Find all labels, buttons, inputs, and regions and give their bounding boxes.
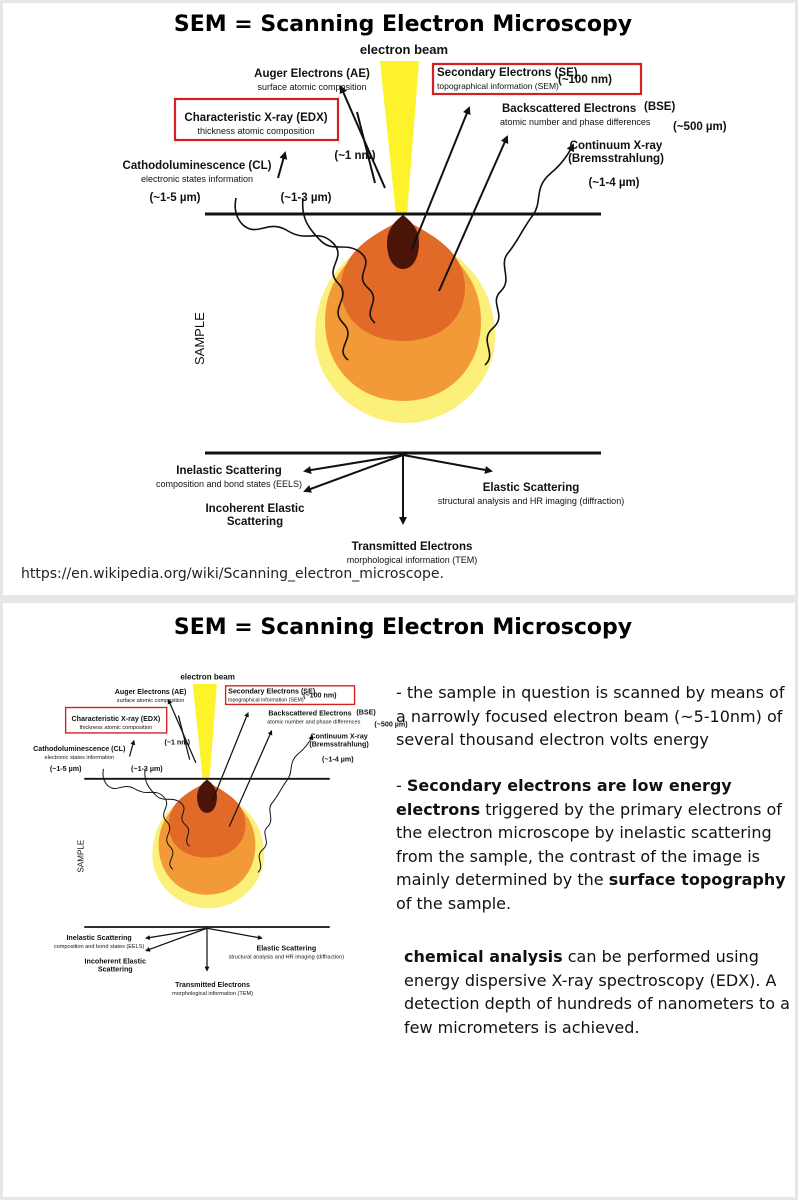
inelastic-arrow xyxy=(305,455,403,471)
elastic-subtitle: structural analysis and HR imaging (diff… xyxy=(438,496,624,506)
slide-2: SEM = Scanning Electron Microscopy xyxy=(3,603,795,1197)
continuum-title-2: (Bremsstrahlung) xyxy=(568,153,664,165)
incoherent-arrow xyxy=(146,928,207,950)
cl-title: Cathodoluminescence (CL) xyxy=(33,745,126,753)
sample-label: SAMPLE xyxy=(192,312,207,365)
edx-arrow-line xyxy=(178,716,189,760)
bse-tag: (BSE) xyxy=(356,708,376,716)
bse-tag: (BSE) xyxy=(644,101,675,113)
cl-arrow-tip xyxy=(278,153,285,178)
slide-title: SEM = Scanning Electron Microscopy xyxy=(174,12,632,37)
sample-label: SAMPLE xyxy=(77,839,86,872)
elastic-arrow xyxy=(207,928,262,938)
se-arrow xyxy=(412,108,469,249)
bse-subtitle: atomic number and phase differences xyxy=(267,720,360,726)
cl-title: Cathodoluminescence (CL) xyxy=(123,160,272,172)
interaction-volume xyxy=(315,61,495,423)
se-subtitle: topographical information (SEM) xyxy=(228,697,304,703)
bse-depth: (~500 µm) xyxy=(673,121,727,133)
se-arrow xyxy=(213,713,248,800)
electron-beam xyxy=(193,684,217,779)
transmitted-subtitle: morphological information (TEM) xyxy=(172,991,253,997)
bse-subtitle: atomic number and phase differences xyxy=(500,117,651,127)
elastic-subtitle: structural analysis and HR imaging (diff… xyxy=(229,955,345,961)
incoherent-title-2: Scattering xyxy=(227,516,283,528)
electron-beam-label: electron beam xyxy=(180,673,235,682)
para2-suffix: of the sample. xyxy=(396,894,511,913)
sem-diagram-small: electron beam Auger Electrons (AE) surfa… xyxy=(33,673,408,998)
ae-depth: (~1 nm) xyxy=(164,739,190,747)
incoherent-arrow xyxy=(305,455,403,491)
cl-depth: (~1-5 µm) xyxy=(149,192,200,204)
auger-title: Auger Electrons (AE) xyxy=(115,688,187,696)
bse-title: Backscattered Electrons xyxy=(502,103,636,115)
edx-title: Characteristic X-ray (EDX) xyxy=(184,112,327,124)
slide-title: SEM = Scanning Electron Microscopy xyxy=(174,615,632,640)
elastic-title: Elastic Scattering xyxy=(483,482,580,494)
cl-subtitle: electronic states information xyxy=(45,755,114,761)
elastic-arrow xyxy=(403,455,491,471)
para2-bold-topography: surface topography xyxy=(609,870,786,889)
slide-1: SEM = Scanning Electron Microscopy xyxy=(3,3,795,595)
inelastic-arrow xyxy=(146,928,207,938)
inelastic-title: Inelastic Scattering xyxy=(66,934,131,942)
elastic-title: Elastic Scattering xyxy=(256,945,316,953)
ae-depth: (~1 nm) xyxy=(334,150,375,162)
xray-depth: (~1-3 µm) xyxy=(131,765,163,773)
incoherent-title-2: Scattering xyxy=(98,966,133,974)
incoherent-title-1: Incoherent Elastic xyxy=(85,958,146,966)
electron-beam xyxy=(380,61,419,215)
transmitted-subtitle: morphological information (TEM) xyxy=(347,555,478,565)
cl-arrow-tip xyxy=(130,741,134,757)
electron-beam-label: electron beam xyxy=(360,42,448,57)
inelastic-subtitle: composition and bond states (EELS) xyxy=(156,479,302,489)
continuum-title-2: (Bremsstrahlung) xyxy=(309,741,369,749)
edx-subtitle: thickness atomic composition xyxy=(197,126,314,136)
se-depth: (~100 nm) xyxy=(558,74,612,86)
inelastic-subtitle: composition and bond states (EELS) xyxy=(54,944,145,950)
cl-subtitle: electronic states information xyxy=(141,174,253,184)
description-paragraph-1: - the sample in question is scanned by m… xyxy=(396,681,788,752)
continuum-title-1: Continuum X-ray xyxy=(570,140,663,152)
description-paragraph-3: chemical analysis can be performed using… xyxy=(396,945,796,1039)
edx-subtitle: thickness atomic composition xyxy=(80,725,153,731)
edx-arrow-line xyxy=(357,112,375,183)
auger-subtitle: surface atomic composition xyxy=(117,698,185,704)
continuum-wavy xyxy=(485,145,573,365)
continuum-title-1: Continuum X-ray xyxy=(310,733,367,741)
sem-diagram-large: SEM = Scanning Electron Microscopy xyxy=(3,3,795,595)
auger-subtitle: surface atomic composition xyxy=(257,82,366,92)
para3-bold-chemical: chemical analysis xyxy=(404,947,563,966)
se-subtitle: topographical information (SEM) xyxy=(437,81,559,91)
continuum-depth: (~1-4 µm) xyxy=(322,755,354,763)
continuum-wavy xyxy=(258,736,313,872)
auger-title: Auger Electrons (AE) xyxy=(254,68,370,80)
para1-text: - the sample in question is scanned by m… xyxy=(396,681,788,752)
description-paragraph-2: - Secondary electrons are low energy ele… xyxy=(396,774,788,915)
para2-prefix: - xyxy=(396,776,407,795)
edx-title: Characteristic X-ray (EDX) xyxy=(72,715,161,723)
continuum-depth: (~1-4 µm) xyxy=(588,177,639,189)
transmitted-title: Transmitted Electrons xyxy=(175,981,250,989)
inelastic-title: Inelastic Scattering xyxy=(176,465,281,477)
xray-depth: (~1-3 µm) xyxy=(280,192,331,204)
se-depth: (~100 nm) xyxy=(303,692,337,700)
bse-title: Backscattered Electrons xyxy=(268,710,351,718)
source-url[interactable]: https://en.wikipedia.org/wiki/Scanning_e… xyxy=(21,566,444,582)
se-title: Secondary Electrons (SE) xyxy=(437,67,578,79)
cl-depth: (~1-5 µm) xyxy=(50,765,82,773)
transmitted-title: Transmitted Electrons xyxy=(352,541,473,553)
incoherent-title-1: Incoherent Elastic xyxy=(205,503,305,515)
